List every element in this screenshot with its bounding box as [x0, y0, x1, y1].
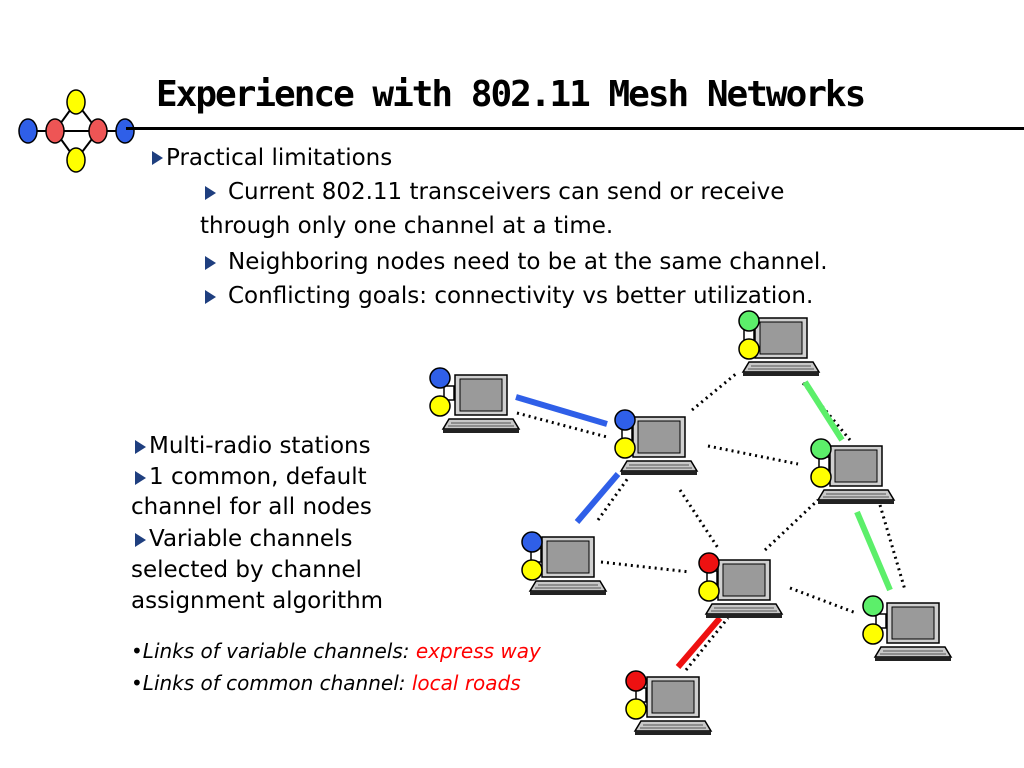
- bullet-arrow-icon: [135, 533, 146, 547]
- bullet-arrow-icon: [135, 471, 146, 485]
- bullet-arrow-icon: [152, 151, 163, 165]
- radio-icon: [429, 310, 887, 720]
- laptop-icon: [442, 374, 520, 434]
- bullet-arrow-icon: [205, 186, 216, 200]
- side-variable-1: Variable channels: [149, 526, 353, 552]
- bullet-practical: Practical limitations: [166, 145, 393, 171]
- title-rule: [126, 127, 1024, 130]
- side-multi-radio: Multi-radio stations: [149, 433, 371, 459]
- side-common-1: 1 common, default: [149, 464, 367, 490]
- bullet-arrow-icon: [205, 256, 216, 270]
- side-variable-3: assignment algorithm: [131, 588, 384, 614]
- variable-channel-links: [515, 380, 893, 669]
- side-common-2: channel for all nodes: [131, 494, 372, 520]
- side-variable-2: selected by channel: [131, 557, 362, 583]
- bullet-conflicting: Conflicting goals: connectivity vs bette…: [228, 283, 814, 309]
- legend-common-label: •Links of common channel:: [131, 671, 412, 695]
- legend-variable-value: express way: [415, 639, 541, 663]
- legend-variable-label: •Links of variable channels:: [131, 639, 416, 663]
- bullet-arrow-icon: [135, 440, 146, 454]
- bullet-arrow-icon: [205, 290, 216, 304]
- bullet-transceivers-cont: through only one channel at a time.: [200, 213, 614, 239]
- legend-variable: •Links of variable channels: express way: [131, 639, 541, 663]
- legend-common: •Links of common channel: local roads: [131, 671, 521, 695]
- laptop-icon: [634, 676, 712, 736]
- logo-icon: [18, 89, 135, 173]
- slide-title: Experience with 802.11 Mesh Networks: [156, 74, 866, 115]
- laptop-icon: [874, 602, 952, 662]
- legend-common-value: local roads: [411, 671, 521, 695]
- bullet-transceivers: Current 802.11 transceivers can send or …: [228, 179, 785, 205]
- bullet-neighboring: Neighboring nodes need to be at the same…: [228, 249, 828, 275]
